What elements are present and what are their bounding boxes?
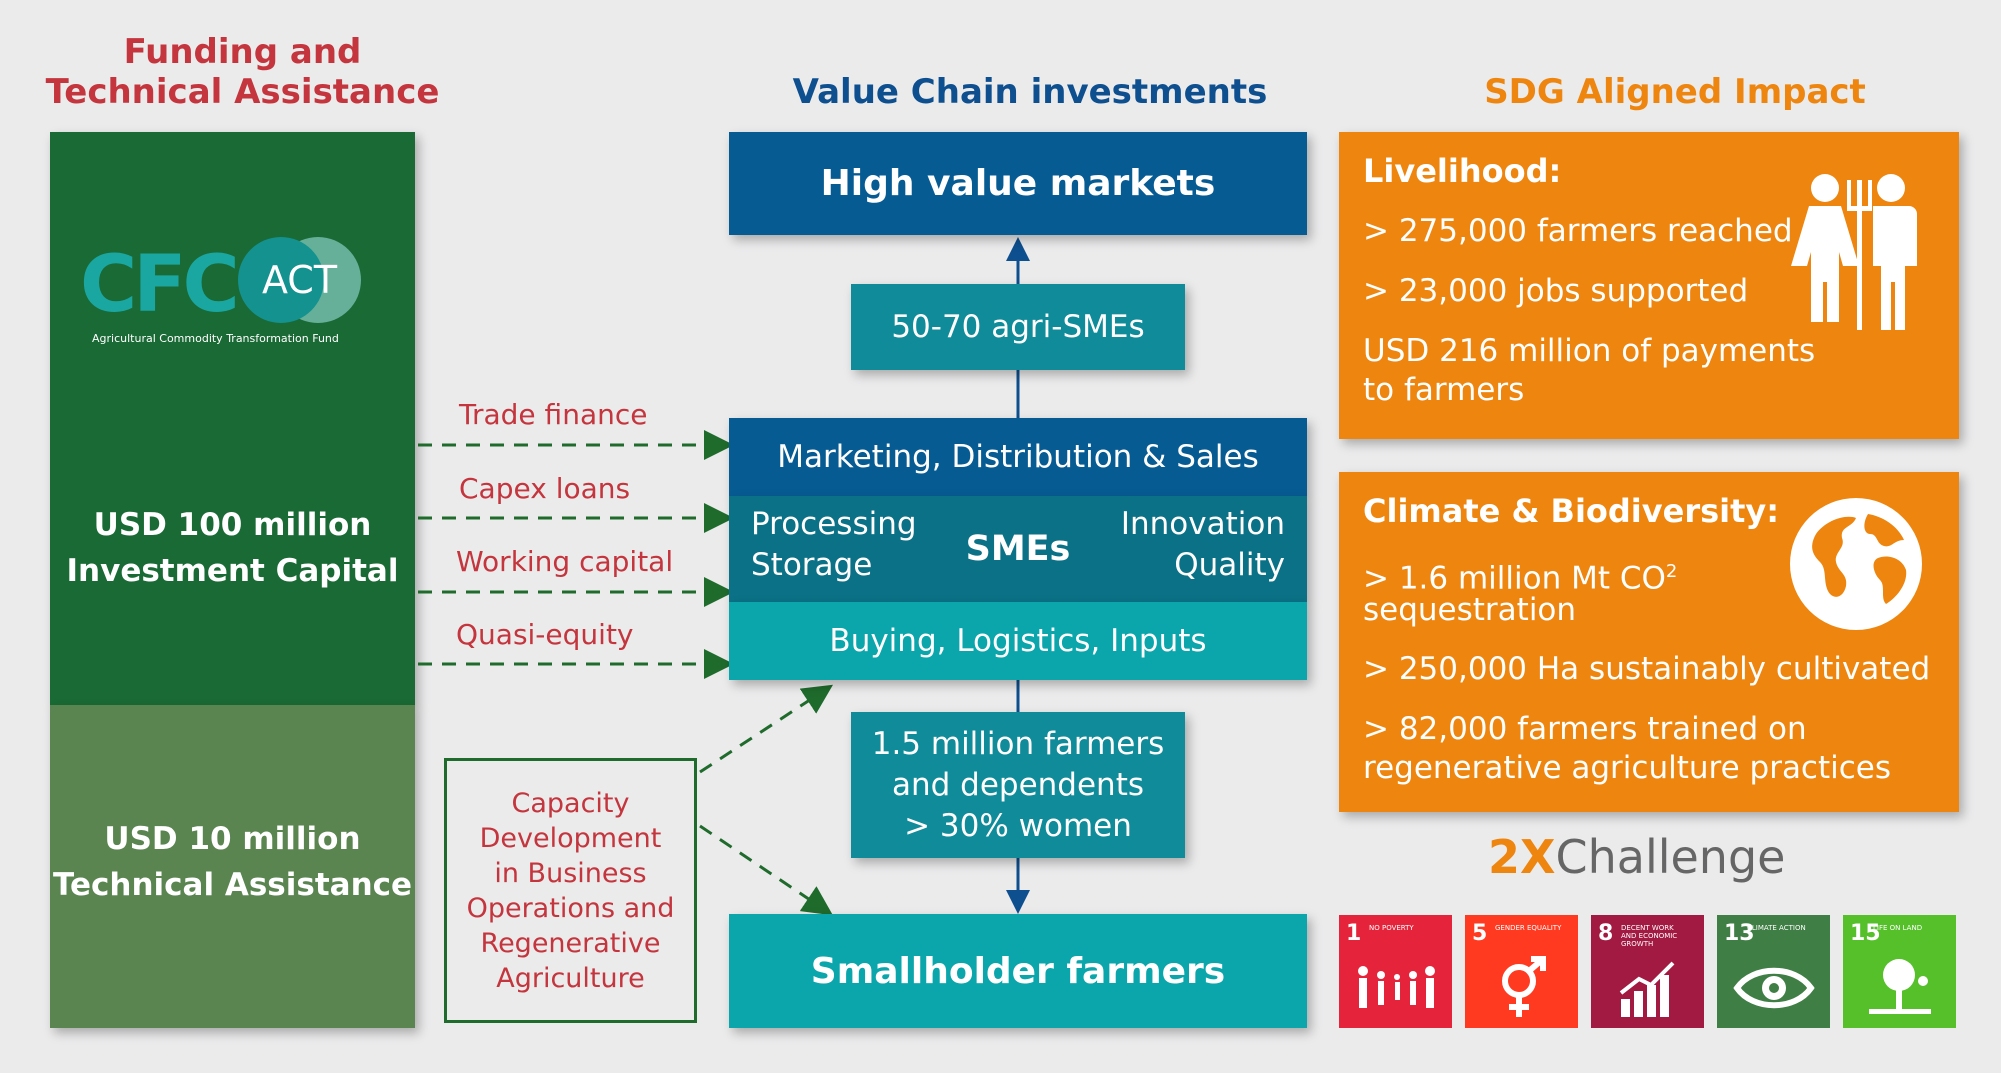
investment-capital-panel: CFC ACT Agricultural Commodity Transform… (50, 132, 415, 705)
tree-icon (1869, 959, 1931, 1014)
logo-tagline: Agricultural Commodity Transformation Fu… (92, 332, 339, 345)
sdg-tile-13: 13 Climate action (1717, 915, 1830, 1028)
growth-chart-icon (1619, 961, 1675, 1017)
sdg-tile-15-number: 15 (1850, 921, 1881, 946)
eye-globe-icon (1733, 967, 1815, 1009)
value-chain-heading: Value Chain investments (792, 72, 1268, 112)
agri-smes-box: 50-70 agri-SMEs (851, 284, 1185, 370)
funding-flow-arrows (418, 430, 834, 916)
sdg-heading: SDG Aligned Impact (1484, 72, 1866, 112)
sdg-tile-15-label: Life on land (1873, 924, 1923, 932)
capacity-line-4: Operations and (466, 892, 675, 924)
climate-co2-line1: > 1.6 million Mt CO2 (1363, 552, 1677, 598)
gender-icon (1502, 956, 1546, 1017)
people-family-icon (1358, 966, 1435, 1008)
marketing-distribution-box: Marketing, Distribution & Sales (729, 418, 1307, 496)
funding-heading-line1: Funding and (123, 32, 362, 72)
flow-label-quasi-equity: Quasi-equity (456, 618, 634, 651)
capacity-line-1: Capacity (511, 787, 630, 819)
capacity-line-5: Regenerative (480, 927, 661, 959)
livelihood-payments-line1: USD 216 million of payments (1363, 333, 1816, 369)
climate-biodiversity-box: Climate & Biodiversity: > 1.6 million Mt… (1339, 472, 1959, 812)
smes-quality-label: Quality (1174, 547, 1285, 583)
livelihood-farmers-reached: > 275,000 farmers reached (1363, 213, 1793, 249)
sdg-tile-1-label: No poverty (1369, 924, 1414, 932)
capacity-line-3: in Business (494, 857, 647, 889)
climate-hectares: > 250,000 Ha sustainably cultivated (1363, 651, 1931, 687)
arrow-capacity-to-smes (699, 684, 834, 774)
technical-assistance-panel: USD 10 million Technical Assistance (50, 705, 415, 1028)
investment-capital-name: Investment Capital (66, 553, 399, 589)
flow-label-capex-loans: Capex loans (459, 472, 631, 505)
smallholder-farmers-box: Smallholder farmers (729, 914, 1307, 1028)
investment-capital-amount: USD 100 million (93, 507, 372, 543)
sdg-tile-13-number: 13 (1724, 921, 1755, 946)
sdg-tile-8-label: Decent work and economic growth (1621, 924, 1678, 948)
farmers-count: 1.5 million farmers (871, 725, 1165, 762)
cfc-act-logo: CFC ACT Agricultural Commodity Transform… (80, 237, 390, 357)
sdg-tile-5-number: 5 (1472, 921, 1488, 946)
livelihood-box: Livelihood: > 275,000 farmers reached > … (1339, 132, 1959, 439)
2x-challenge-prefix: 2X (1488, 830, 1556, 884)
capacity-development-box: Capacity Development in Business Operati… (444, 758, 697, 1023)
funding-heading-line2: Technical Assistance (45, 72, 440, 112)
smes-label: SMEs (965, 529, 1071, 569)
smes-processing-label: Processing (751, 506, 917, 542)
act-logo-circle-dark (238, 237, 324, 323)
2x-challenge-word: Challenge (1555, 830, 1786, 884)
capacity-line-2: Development (479, 822, 662, 854)
climate-co2-text: > 1.6 million Mt CO (1363, 560, 1666, 597)
flow-label-trade-finance: Trade finance (459, 398, 648, 431)
buying-logistics-box: Buying, Logistics, Inputs (729, 602, 1307, 680)
sdg-tile-15: 15 Life on land (1843, 915, 1956, 1028)
capacity-line-6: Agriculture (496, 962, 645, 994)
sdg-tile-5: 5 Gender equality (1465, 915, 1578, 1028)
arrow-capacity-to-farmers (699, 824, 833, 916)
climate-trained-line1: > 82,000 farmers trained on (1363, 711, 1807, 747)
technical-assistance-label: USD 10 million Technical Assistance (50, 816, 415, 908)
climate-title: Climate & Biodiversity: (1363, 492, 1780, 530)
sdg-tile-8: 8 Decent work and economic growth (1591, 915, 1704, 1028)
livelihood-payments-line2: to farmers (1363, 372, 1525, 408)
livelihood-title: Livelihood: (1363, 152, 1562, 190)
sdg-tile-1: 1 No poverty (1339, 915, 1452, 1028)
smes-innovation-label: Innovation (1120, 506, 1285, 542)
globe-icon (1790, 498, 1922, 630)
cfc-logo-text: CFC (80, 240, 240, 330)
flow-label-working-capital: Working capital (456, 545, 674, 578)
funding-heading: Funding and Technical Assistance (40, 32, 445, 112)
2x-challenge-logo: 2XChallenge (1488, 830, 1785, 884)
technical-assistance-amount: USD 10 million (104, 821, 361, 857)
farmers-dependents: and dependents (891, 766, 1145, 803)
sdg-tile-5-label: Gender equality (1495, 924, 1562, 932)
act-logo-text: ACT (261, 258, 338, 302)
climate-trained-line2: regenerative agriculture practices (1363, 750, 1892, 786)
farmers-women-share: > 30% women (904, 807, 1132, 844)
livelihood-jobs-supported: > 23,000 jobs supported (1363, 273, 1749, 309)
technical-assistance-name: Technical Assistance (52, 867, 413, 903)
investment-capital-label: USD 100 million Investment Capital (50, 502, 415, 594)
climate-co2-subscript: 2 (1665, 561, 1678, 582)
farmers-dependents-box: 1.5 million farmers and dependents > 30%… (851, 712, 1185, 858)
climate-co2-line2: sequestration (1363, 592, 1577, 628)
high-value-markets-box: High value markets (729, 132, 1307, 235)
sdg-tile-8-number: 8 (1598, 921, 1614, 946)
sdg-tile-1-number: 1 (1346, 921, 1362, 946)
farmers-couple-icon (1791, 174, 1917, 330)
sdg-tile-13-label: Climate action (1747, 924, 1806, 932)
smes-box: Processing Storage SMEs Innovation Quali… (729, 496, 1307, 602)
smes-storage-label: Storage (751, 547, 873, 583)
